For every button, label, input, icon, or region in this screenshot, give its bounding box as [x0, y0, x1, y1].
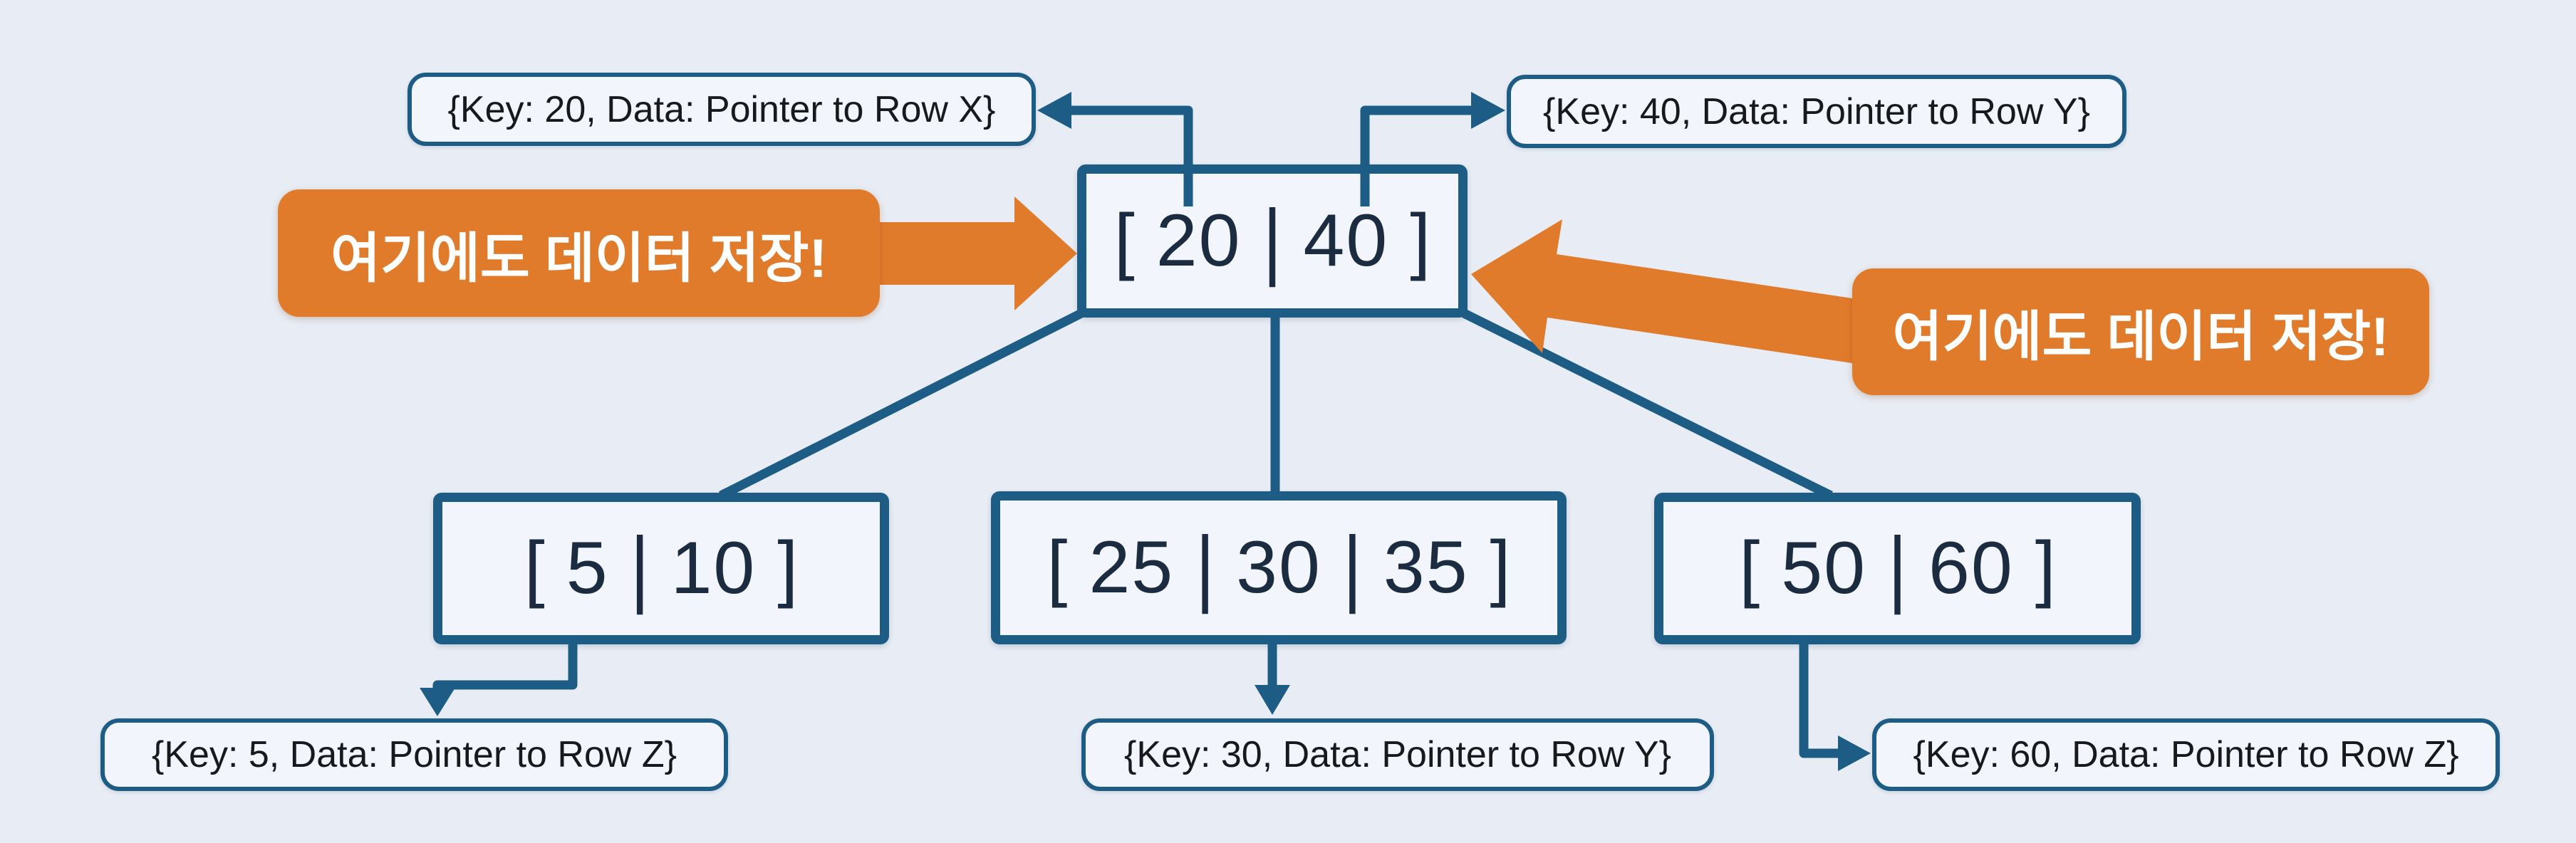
- annotation-callout-right: 여기에도 데이터 저장!: [1852, 268, 2429, 395]
- btree-left-child-node: [5 |10]: [433, 493, 889, 644]
- record-label-key5: {Key: 5, Data: Pointer to Row Z}: [100, 718, 728, 791]
- key-separator: |: [630, 520, 650, 616]
- bracket-close: ]: [2035, 527, 2056, 609]
- bracket-open: [: [1739, 527, 1760, 609]
- node-key: 10: [670, 527, 757, 609]
- node-key: 35: [1383, 526, 1469, 609]
- edge-root-to-right-child: [1462, 309, 1833, 500]
- arrowhead-right-bottom-icon: [1838, 735, 1871, 771]
- bracket-close: ]: [1410, 199, 1431, 282]
- key-separator: |: [1887, 520, 1907, 616]
- bracket-open: [: [1113, 199, 1135, 282]
- btree-middle-child-node: [25|30|35]: [991, 491, 1567, 644]
- connector-key60-to-bottom-right-label: [1799, 643, 1839, 758]
- node-key: 30: [1236, 526, 1321, 609]
- btree-root-node: [20| 40]: [1077, 164, 1468, 318]
- btree-right-child-node: [50 | 60]: [1654, 493, 2141, 644]
- bracket-open: [: [1046, 526, 1068, 609]
- edge-root-to-left-child: [719, 309, 1084, 500]
- annotation-callout-left: 여기에도 데이터 저장!: [278, 189, 880, 317]
- node-key: 60: [1928, 527, 2014, 609]
- key-separator: |: [1262, 193, 1282, 288]
- arrowhead-down-left-icon: [420, 688, 455, 716]
- arrowhead-right-icon: [1471, 92, 1505, 129]
- arrowhead-down-middle-icon: [1255, 685, 1290, 715]
- record-label-key60: {Key: 60, Data: Pointer to Row Z}: [1872, 718, 2500, 791]
- node-key: 20: [1155, 199, 1242, 282]
- record-label-key20: {Key: 20, Data: Pointer to Row X}: [407, 73, 1036, 146]
- bracket-open: [: [524, 527, 545, 609]
- connector-key5-to-bottom-left-label: [432, 643, 578, 690]
- node-key: 50: [1781, 527, 1866, 609]
- bracket-close: ]: [1490, 526, 1511, 609]
- record-label-key40: {Key: 40, Data: Pointer to Row Y}: [1507, 75, 2126, 148]
- record-label-key30: {Key: 30, Data: Pointer to Row Y}: [1081, 718, 1714, 791]
- bracket-close: ]: [777, 527, 799, 609]
- callout-left-arrow-icon: [873, 197, 1077, 310]
- arrowhead-left-icon: [1037, 92, 1071, 129]
- key-separator: |: [1195, 520, 1215, 615]
- key-separator: |: [1342, 520, 1362, 615]
- node-key: 25: [1089, 526, 1175, 609]
- callout-right-arrow-icon: [1471, 219, 1886, 367]
- node-key: 5: [566, 527, 609, 609]
- node-key: 40: [1303, 199, 1389, 282]
